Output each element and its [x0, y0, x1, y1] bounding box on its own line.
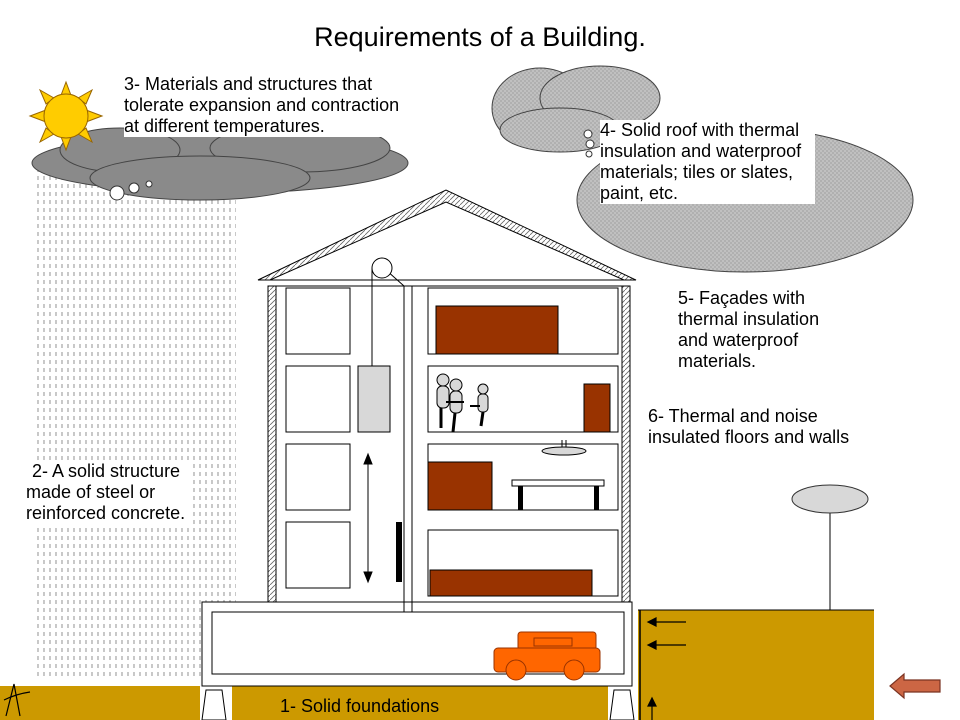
- elevator-shaft-arrow: [363, 452, 373, 584]
- label-roof-line: paint, etc.: [600, 183, 679, 203]
- page-title: Requirements of a Building.: [314, 22, 646, 52]
- label-facades-line: thermal insulation: [678, 309, 820, 329]
- label-roof-line: materials; tiles or slates,: [600, 162, 794, 182]
- ceiling-lamp: [541, 440, 587, 456]
- arrow-left-icon[interactable]: [888, 672, 942, 700]
- label-roof-line: 4- Solid roof with thermal: [600, 120, 800, 140]
- label-facades-line: and waterproof: [678, 330, 799, 350]
- label-roof-line: insulation and waterproof: [600, 141, 802, 161]
- signature-mark: [3, 683, 31, 717]
- label-materials-line: 3- Materials and structures that: [124, 74, 373, 94]
- ground-right: [638, 610, 874, 720]
- furniture-cabinet: [583, 383, 611, 433]
- label-structure-line: made of steel or: [26, 482, 156, 502]
- label-floors: 6- Thermal and noise insulated floors an…: [648, 406, 850, 448]
- label-structure-line: 2- A solid structure: [32, 461, 181, 481]
- car: [493, 631, 601, 681]
- table: [511, 479, 605, 510]
- windows-left: [285, 287, 351, 589]
- label-facades-line: 5- Façades with: [678, 288, 806, 308]
- label-facades: 5- Façades with thermal insulation and w…: [678, 288, 820, 372]
- label-floors-line: 6- Thermal and noise: [648, 406, 818, 426]
- furniture-sofa: [427, 461, 493, 511]
- sun-icon: [28, 80, 104, 152]
- furniture-bed: [429, 569, 593, 597]
- label-structure: 2- A solid structure made of steel or re…: [26, 461, 192, 524]
- people: [436, 373, 489, 433]
- label-structure-line: reinforced concrete.: [26, 503, 186, 523]
- elevator-cabin: [357, 365, 391, 433]
- label-roof: 4- Solid roof with thermal insulation an…: [600, 120, 816, 204]
- building-frame: [267, 257, 631, 612]
- label-materials-line: at different temperatures.: [124, 116, 325, 136]
- furniture-wardrobe: [435, 305, 559, 355]
- lamp-post: [791, 484, 869, 610]
- label-materials-line: tolerate expansion and contraction: [124, 95, 400, 115]
- foundation-strip: [232, 686, 608, 720]
- wind-arrows: [646, 617, 686, 720]
- label-foundations: 1- Solid foundations: [280, 696, 440, 716]
- rain-left: [36, 170, 236, 680]
- door-bar: [396, 522, 402, 582]
- label-facades-line: materials.: [678, 351, 757, 371]
- label-floors-line: insulated floors and walls: [648, 427, 850, 447]
- roof: [257, 189, 637, 281]
- ground-left: [0, 686, 200, 720]
- label-materials: 3- Materials and structures that tolerat…: [124, 74, 400, 137]
